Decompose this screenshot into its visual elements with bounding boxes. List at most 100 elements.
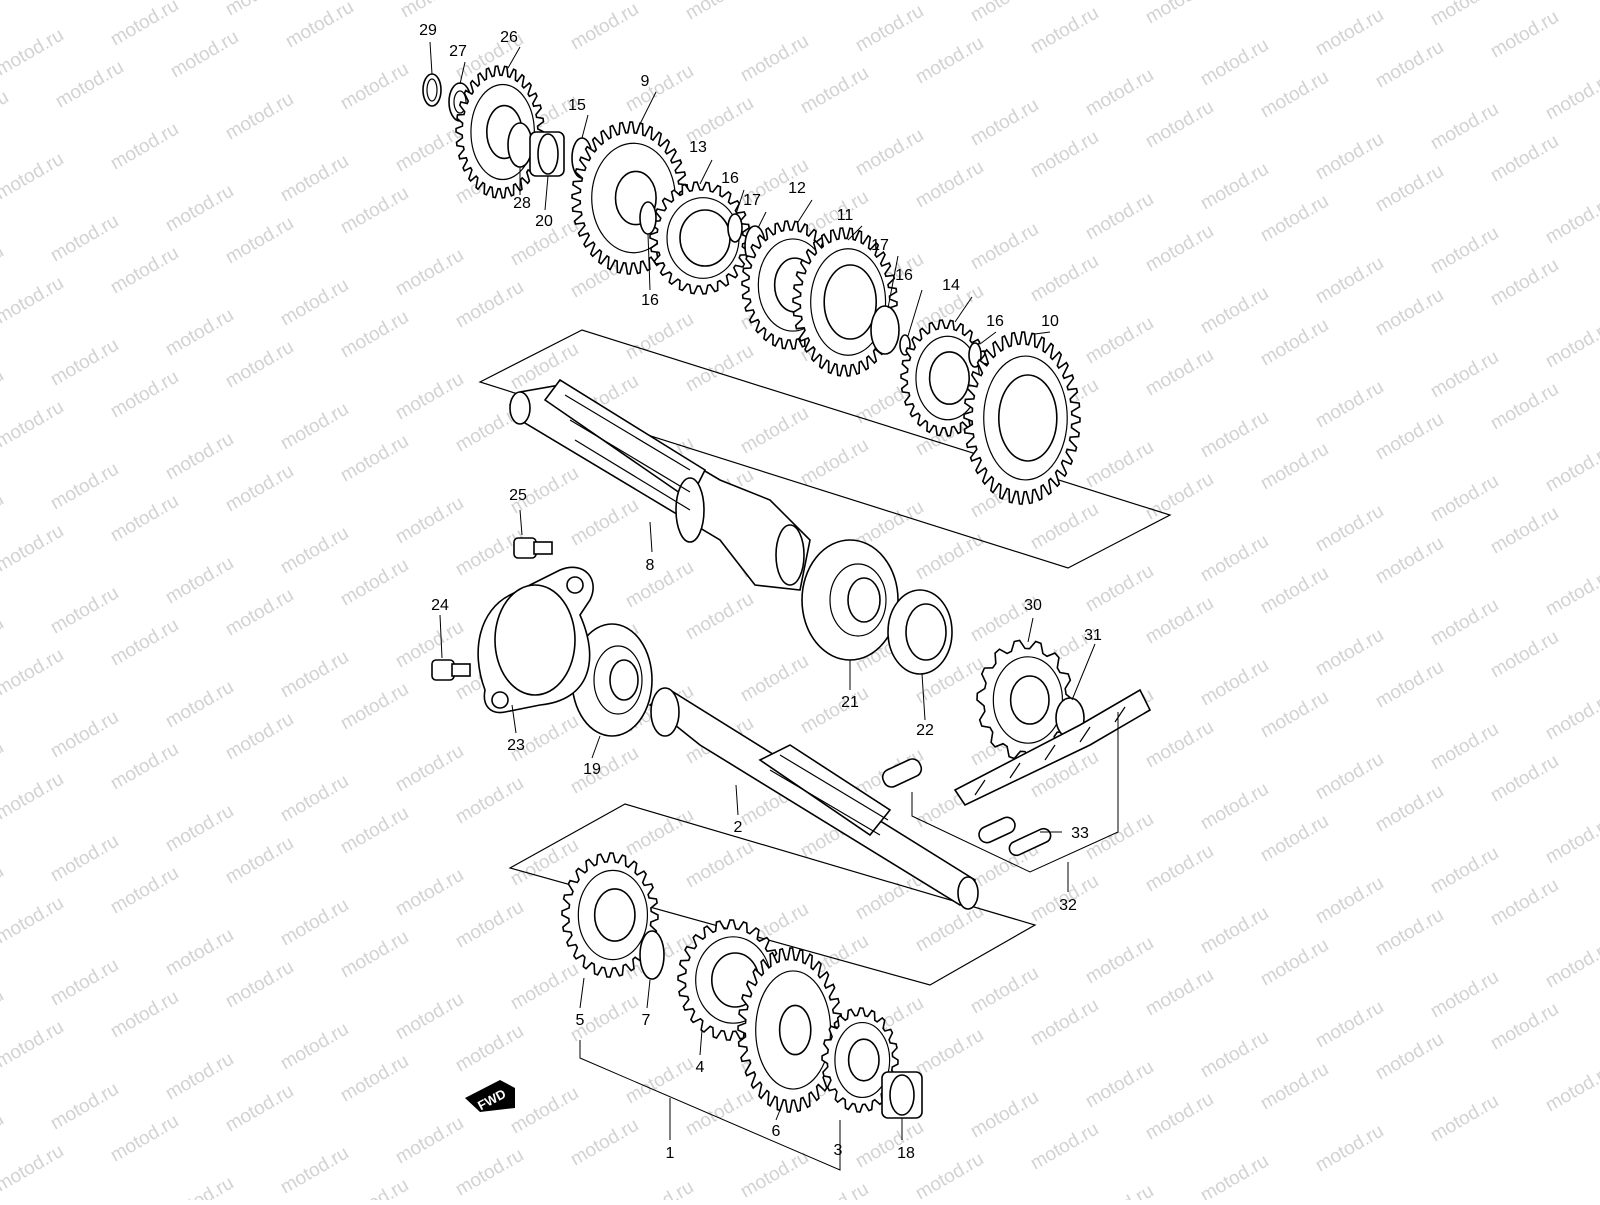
watermark-text: motod.ru xyxy=(392,989,467,1045)
watermark-text: motod.ru xyxy=(1027,1119,1102,1175)
watermark-text: motod.ru xyxy=(162,1049,237,1105)
watermark-text: motod.ru xyxy=(107,615,182,671)
watermark-text: motod.ru xyxy=(912,157,987,213)
callout-30: 30 xyxy=(1024,597,1042,614)
watermark-text: motod.ru xyxy=(1427,595,1502,651)
watermark-text: motod.ru xyxy=(737,31,812,87)
watermark-text: motod.ru xyxy=(47,211,122,267)
watermark-text: motod.ru xyxy=(967,0,1042,26)
watermark-text: motod.ru xyxy=(162,181,237,237)
callout-16: 16 xyxy=(721,170,739,187)
watermark-text: motod.ru xyxy=(1257,67,1332,123)
callout-21: 21 xyxy=(841,694,859,711)
watermark-text: motod.ru xyxy=(337,431,412,487)
watermark-text: motod.ru xyxy=(1142,965,1217,1021)
watermark-text: motod.ru xyxy=(912,529,987,585)
watermark-text: motod.ru xyxy=(222,709,297,765)
watermark-text: motod.ru xyxy=(397,0,472,22)
watermark-text: motod.ru xyxy=(162,1173,237,1200)
callout-24: 24 xyxy=(431,597,449,614)
watermark-text: motod.ru xyxy=(1257,563,1332,619)
callout-33: 33 xyxy=(1071,825,1089,842)
watermark-text: motod.ru xyxy=(1197,779,1272,835)
watermark-text: motod.ru xyxy=(622,805,697,861)
watermark-text: motod.ru xyxy=(107,987,182,1043)
watermark-text: motod.ru xyxy=(567,743,642,799)
watermark-text: motod.ru xyxy=(277,647,352,703)
watermark-text: motod.ru xyxy=(222,833,297,889)
watermark-text: motod.ru xyxy=(167,27,242,83)
watermark-text: motod.ru xyxy=(1142,469,1217,525)
watermark-text: motod.ru xyxy=(222,1081,297,1137)
callout-13: 13 xyxy=(689,139,707,156)
watermark-text: motod.ru xyxy=(682,589,757,645)
watermark-text: motod.ru xyxy=(1312,377,1387,433)
watermark-text: motod.ru xyxy=(797,63,872,119)
watermark-text: motod.ru xyxy=(1487,379,1562,435)
watermark-text: motod.ru xyxy=(1542,441,1600,497)
watermark-text: motod.ru xyxy=(107,243,182,299)
watermark-text: motod.ru xyxy=(0,521,67,577)
watermark-text: motod.ru xyxy=(737,1147,812,1200)
watermark-text: motod.ru xyxy=(1082,561,1157,617)
watermark-text: motod.ru xyxy=(682,341,757,397)
gear-26 xyxy=(456,66,544,198)
callout-5: 5 xyxy=(576,1012,585,1029)
watermark-text: motod.ru xyxy=(107,1111,182,1167)
watermark-text: motod.ru xyxy=(1142,717,1217,773)
watermark-text: motod.ru xyxy=(392,1113,467,1169)
callout-18: 18 xyxy=(897,1145,915,1162)
watermark-text: motod.ru xyxy=(162,305,237,361)
watermark-text: motod.ru xyxy=(1027,3,1102,59)
watermark-text: motod.ru xyxy=(1487,627,1562,683)
watermark-text: motod.ru xyxy=(1197,655,1272,711)
watermark-text: motod.ru xyxy=(277,151,352,207)
watermark-text: motod.ru xyxy=(1427,99,1502,155)
watermark-text: motod.ru xyxy=(107,491,182,547)
watermark-text: motod.ru xyxy=(107,119,182,175)
callout-16: 16 xyxy=(641,292,659,309)
watermark-text: motod.ru xyxy=(47,335,122,391)
watermark-text: motod.ru xyxy=(737,651,812,707)
watermark-text: motod.ru xyxy=(162,801,237,857)
watermark-text: motod.ru xyxy=(392,493,467,549)
watermark-text: motod.ru xyxy=(0,861,7,917)
watermark-text: motod.ru xyxy=(0,769,67,825)
watermark-text: motod.ru xyxy=(1312,997,1387,1053)
circlip-7 xyxy=(640,931,664,979)
watermark-text: motod.ru xyxy=(1427,347,1502,403)
callout-20: 20 xyxy=(535,213,553,230)
watermark-text: motod.ru xyxy=(1427,843,1502,899)
callout-14: 14 xyxy=(942,277,960,294)
watermark-text: motod.ru xyxy=(107,367,182,423)
callout-22: 22 xyxy=(916,722,934,739)
watermark-text: motod.ru xyxy=(1487,999,1562,1055)
watermark-text: motod.ru xyxy=(0,0,12,18)
circlip-16-b xyxy=(728,214,742,242)
callout-27: 27 xyxy=(449,43,467,60)
watermark-text: motod.ru xyxy=(1312,749,1387,805)
watermark-text: motod.ru xyxy=(682,0,757,24)
watermark-text: motod.ru xyxy=(1142,345,1217,401)
watermark-text: motod.ru xyxy=(1312,501,1387,557)
watermark-text: motod.ru xyxy=(797,435,872,491)
callout-15: 15 xyxy=(568,97,586,114)
watermark-text: motod.ru xyxy=(337,59,412,115)
watermark-text: motod.ru xyxy=(1372,657,1447,713)
watermark-text: motod.ru xyxy=(1427,967,1502,1023)
watermark-text: motod.ru xyxy=(1027,995,1102,1051)
bolt-25 xyxy=(514,538,552,558)
callout-23: 23 xyxy=(507,737,525,754)
watermark-text: motod.ru xyxy=(912,1149,987,1200)
watermark-text: motod.ru xyxy=(337,555,412,611)
watermark-text: motod.ru xyxy=(1372,37,1447,93)
watermark-text: motod.ru xyxy=(1312,253,1387,309)
watermark-text: motod.ru xyxy=(1082,189,1157,245)
watermark-text: motod.ru xyxy=(0,645,67,701)
watermark-text: motod.ru xyxy=(162,925,237,981)
watermark-text: motod.ru xyxy=(1257,935,1332,991)
callout-10: 10 xyxy=(1041,313,1059,330)
watermark-text: motod.ru xyxy=(1257,1059,1332,1115)
watermark-text: motod.ru xyxy=(507,959,582,1015)
